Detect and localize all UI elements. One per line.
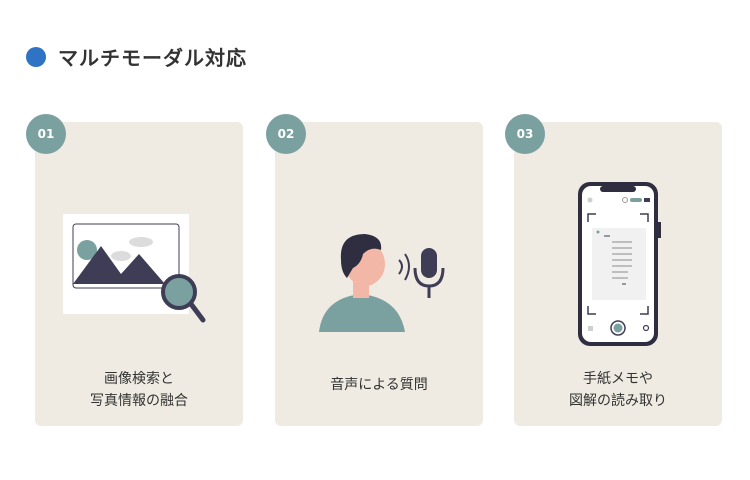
phone-scan-icon (578, 182, 661, 346)
caption-line: 写真情報の融合 (90, 393, 188, 409)
voice-question-icon (319, 234, 445, 332)
caption-line: 図解の読み取り (569, 393, 667, 409)
caption-line: 手紙メモや (583, 371, 653, 387)
step-badge-02: 02 (266, 114, 306, 154)
caption-line: 画像検索と (104, 371, 174, 387)
image-search-icon (63, 214, 206, 323)
feature-card-voice: 音声による質問 (275, 122, 483, 426)
feature-card-image-search: 画像検索と 写真情報の融合 (35, 122, 243, 426)
section-header: マルチモーダル対応 (26, 42, 247, 71)
feature-card-scan: 手紙メモや 図解の読み取り (514, 122, 722, 426)
section-title: マルチモーダル対応 (58, 46, 247, 70)
caption-line: 音声による質問 (330, 377, 428, 393)
header-dot-icon (26, 46, 46, 67)
step-badge-03: 03 (505, 114, 545, 154)
card-caption-2: 音声による質問 (275, 374, 483, 396)
card-caption-1: 画像検索と 写真情報の融合 (35, 368, 243, 412)
card-caption-3: 手紙メモや 図解の読み取り (514, 368, 722, 412)
step-badge-01: 01 (26, 114, 66, 154)
